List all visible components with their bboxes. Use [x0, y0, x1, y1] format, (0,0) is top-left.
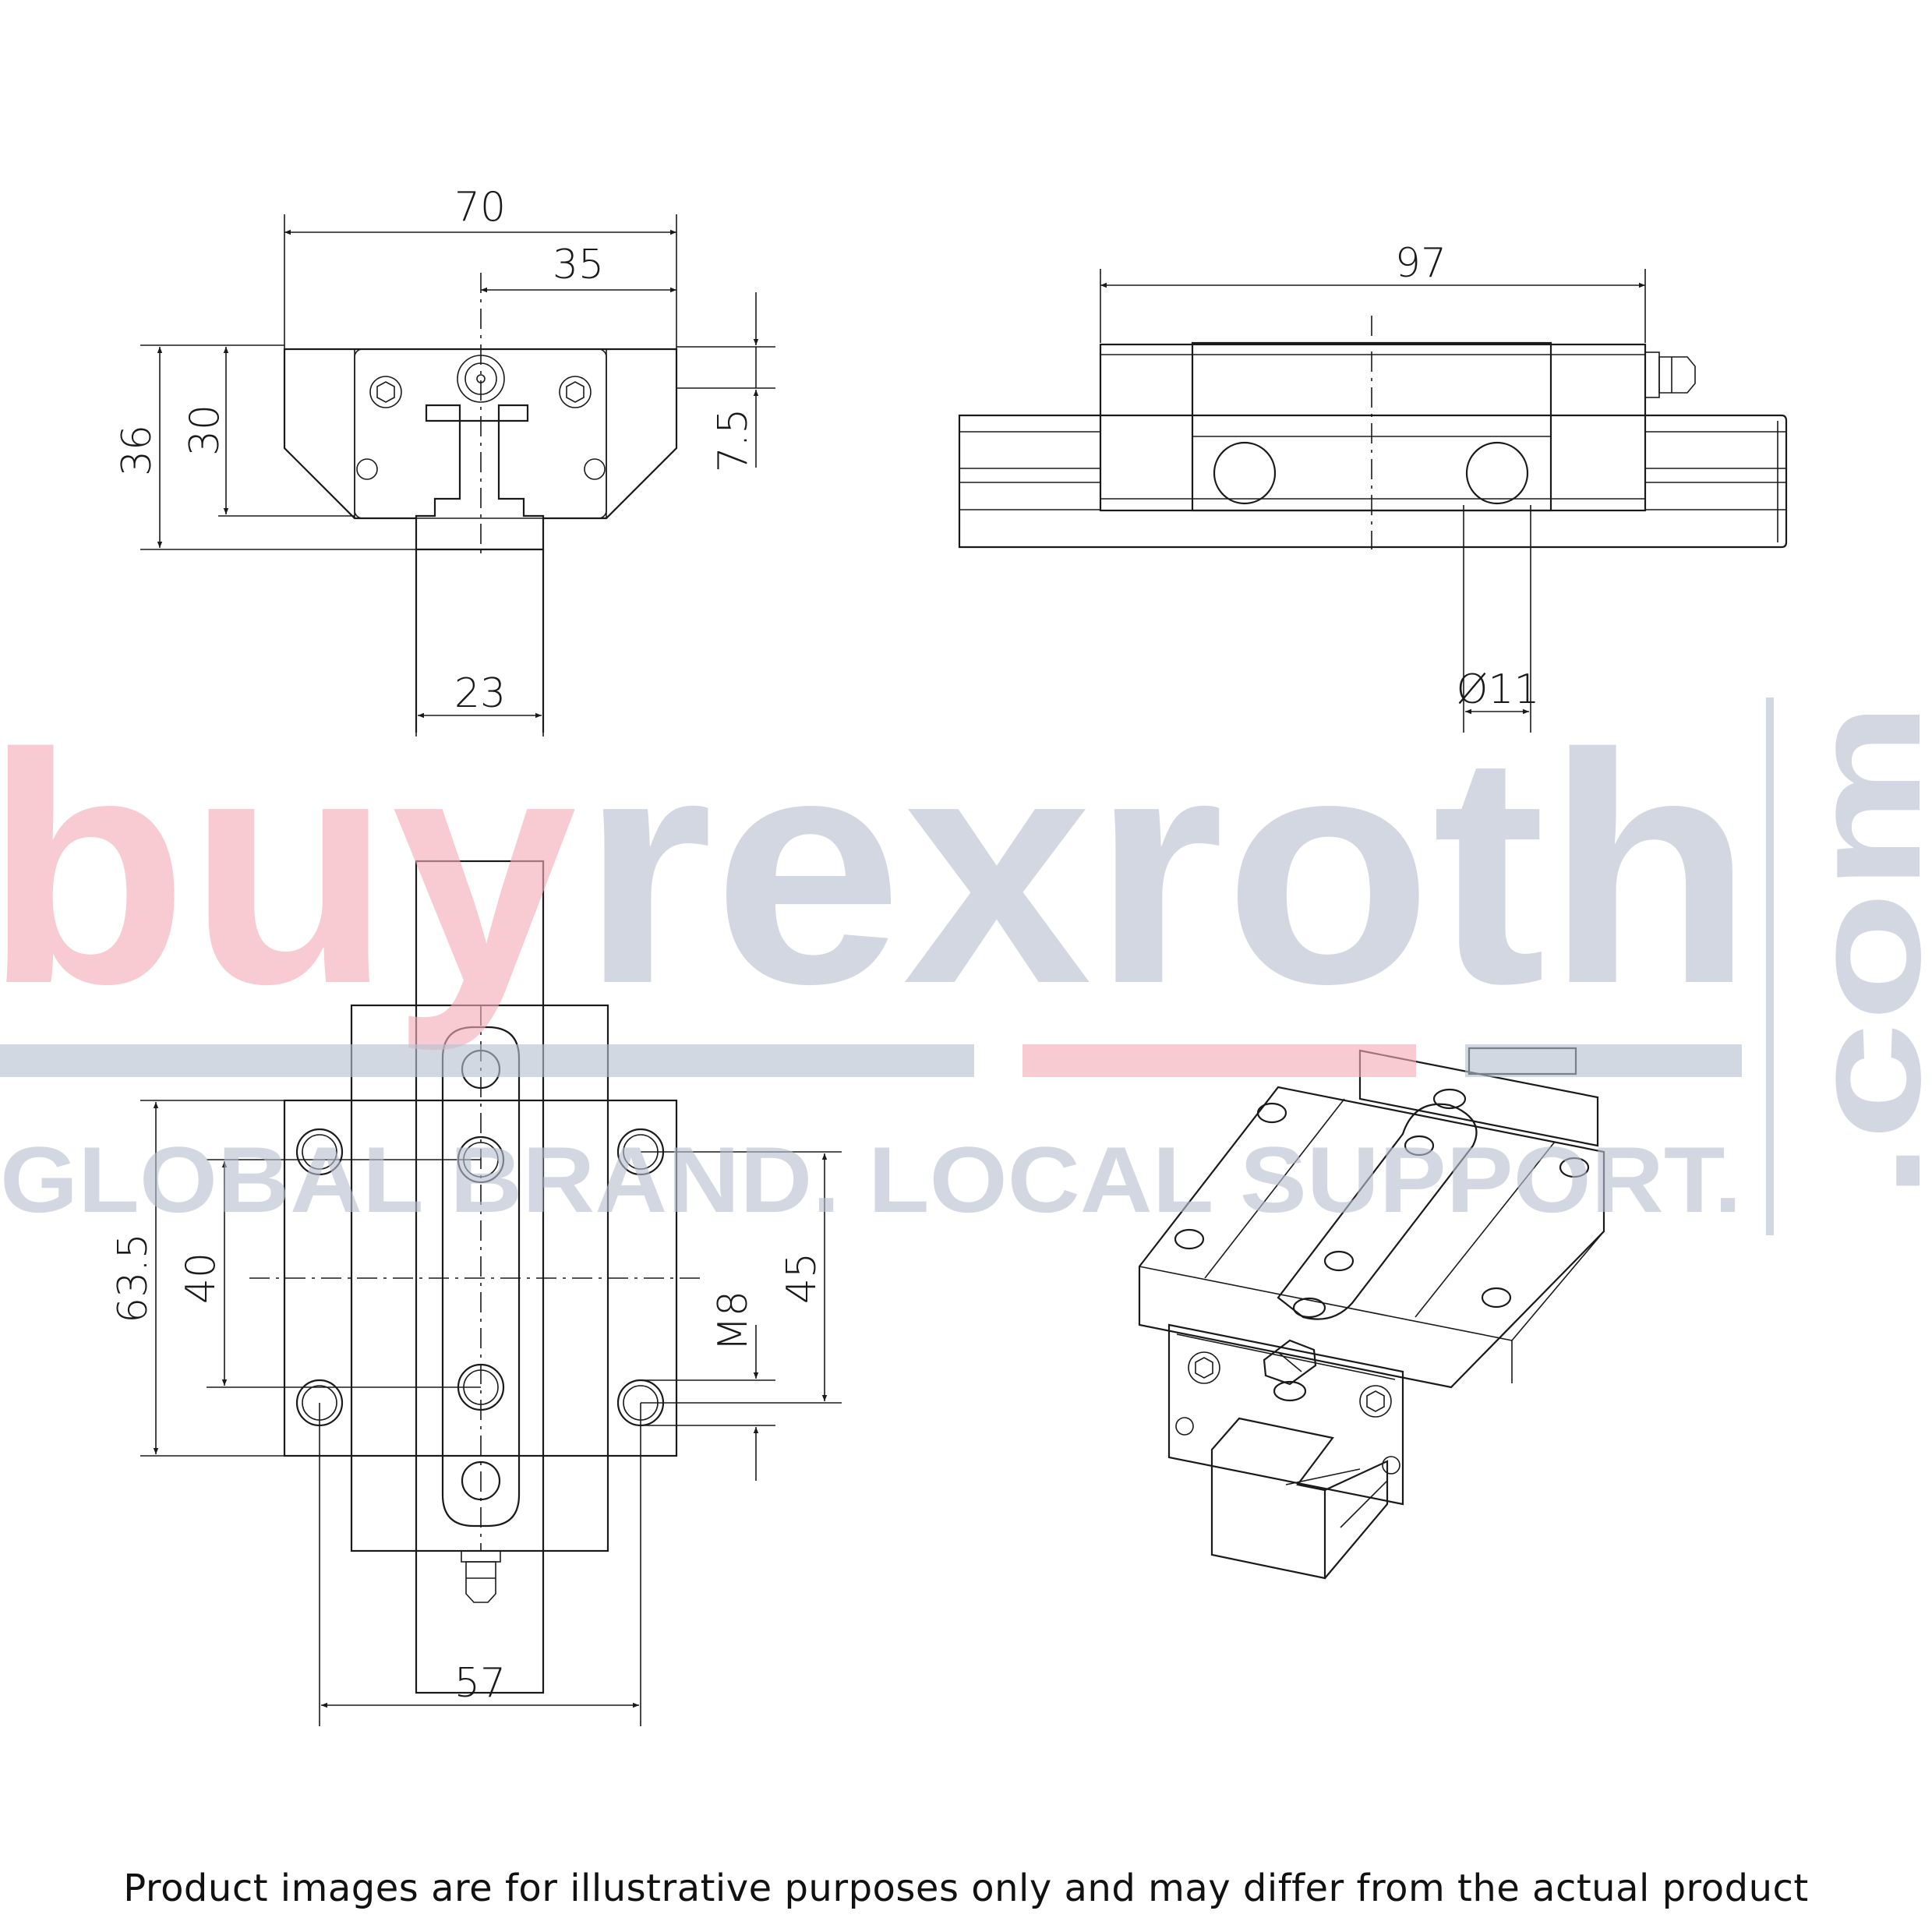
watermark: buy rexroth GLOBAL BRAND. LOCAL SUPPORT.… [0, 687, 1932, 1235]
watermark-buy: buy [0, 687, 579, 1054]
isometric-view [1138, 1047, 1605, 1580]
dim-front-width: 70 [454, 184, 506, 231]
dim-top-spacing-width: 57 [454, 1660, 506, 1707]
bolt-iso-right [1359, 1385, 1392, 1418]
dim-front-half-width: 35 [553, 242, 604, 288]
dim-front-height-total: 36 [114, 425, 161, 476]
grease-nipple-iso [1263, 1339, 1317, 1402]
dim-front-top-offset: 7.5 [710, 408, 757, 473]
dim-top-spacing-long: 63.5 [110, 1233, 157, 1323]
grease-nipple-side [1644, 351, 1696, 398]
dim-rail-width: 23 [454, 670, 506, 717]
disclaimer-text: Product images are for illustrative purp… [123, 1867, 1809, 1910]
dim-front-height-block: 30 [182, 404, 228, 456]
side-view: 97 Ø11 [958, 240, 1788, 733]
watermark-tagline: GLOBAL BRAND. LOCAL SUPPORT. [0, 1128, 1742, 1232]
watermark-rexroth: rexroth [581, 687, 1754, 1052]
dim-top-spacing-inner: 40 [178, 1252, 224, 1304]
dim-top-spacing-45: 45 [779, 1252, 825, 1304]
dim-thread-size: M8 [710, 1291, 757, 1351]
bolt-right [559, 376, 592, 408]
mount-hole-tl [295, 1128, 344, 1176]
dim-plug-diameter: Ø11 [1456, 666, 1539, 713]
dim-side-length: 97 [1395, 240, 1446, 287]
grease-nipple-top [461, 1550, 501, 1603]
front-view: 70 35 36 30 7.5 23 [114, 184, 775, 736]
bolt-left [369, 376, 402, 408]
watermark-com: .com [1779, 701, 1932, 1200]
top-view: 63.5 40 M8 45 57 [110, 860, 842, 1726]
bolt-iso-left [1188, 1351, 1220, 1384]
